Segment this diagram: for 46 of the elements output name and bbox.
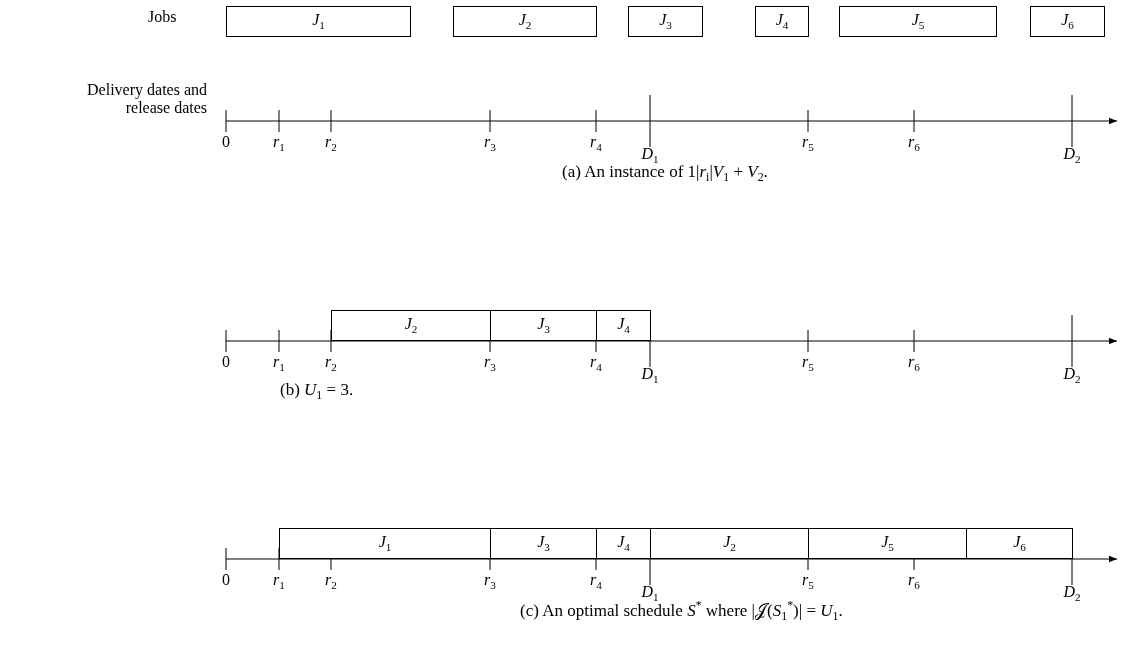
job-box: J$_{2}$ [331, 310, 491, 341]
tick-label: r$_{2}$ [325, 133, 337, 154]
job-box: J$_{6}$ [1030, 6, 1105, 37]
job-box: J$_{3}$ [490, 528, 597, 559]
job-box: J$_{5}$ [839, 6, 997, 37]
tick-label: r$_{2}$ [325, 571, 337, 592]
job-box: J$_{1}$ [279, 528, 491, 559]
job-box: J$_{4}$ [755, 6, 809, 37]
tick-label: r$_{5}$ [802, 353, 814, 374]
tick-label: r$_{6}$ [908, 571, 920, 592]
tick-label: r$_{3}$ [484, 571, 496, 592]
tick-label: r$_{4}$ [590, 353, 602, 374]
tick-label: D$_{2}$ [1063, 145, 1081, 166]
tick-label: r$_{6}$ [908, 133, 920, 154]
tick-label: D$_{1}$ [641, 583, 659, 604]
job-box: J$_{4}$ [596, 528, 651, 559]
tick-label: r$_{6}$ [908, 353, 920, 374]
job-box: J$_{2}$ [650, 528, 809, 559]
tick-label: r$_{1}$ [273, 571, 285, 592]
tick-label: r$_{3}$ [484, 353, 496, 374]
tick-label: r$_{4}$ [590, 133, 602, 154]
job-box: J$_{3}$ [628, 6, 703, 37]
caption: (a) An instance of 1|r$_{i}$|V$_{1}$ + V$_{2}$. [562, 163, 768, 185]
caption: (b) U$_{1}$ = 3. [280, 381, 354, 403]
tick-label: r$_{5}$ [802, 133, 814, 154]
tick-label: D$_{2}$ [1063, 583, 1081, 604]
tick-label: 0 [222, 353, 230, 371]
job-box: J$_{1}$ [226, 6, 411, 37]
row-label: Jobs [148, 8, 177, 26]
job-box: J$_{4}$ [596, 310, 651, 341]
tick-label: r$_{1}$ [273, 353, 285, 374]
tick-label: r$_{1}$ [273, 133, 285, 154]
job-box: J$_{2}$ [453, 6, 597, 37]
job-box: J$_{6}$ [966, 528, 1073, 559]
job-box: J$_{3}$ [490, 310, 597, 341]
tick-label: 0 [222, 133, 230, 151]
tick-label: r$_{5}$ [802, 571, 814, 592]
tick-label: D$_{2}$ [1063, 365, 1081, 386]
tick-label: r$_{4}$ [590, 571, 602, 592]
job-box: J$_{5}$ [808, 528, 967, 559]
tick-label: D$_{1}$ [641, 365, 659, 386]
tick-label: D$_{1}$ [641, 145, 659, 166]
tick-label: r$_{2}$ [325, 353, 337, 374]
tick-label: r$_{3}$ [484, 133, 496, 154]
row-label: Delivery dates and release dates [86, 81, 207, 117]
tick-label: 0 [222, 571, 230, 589]
